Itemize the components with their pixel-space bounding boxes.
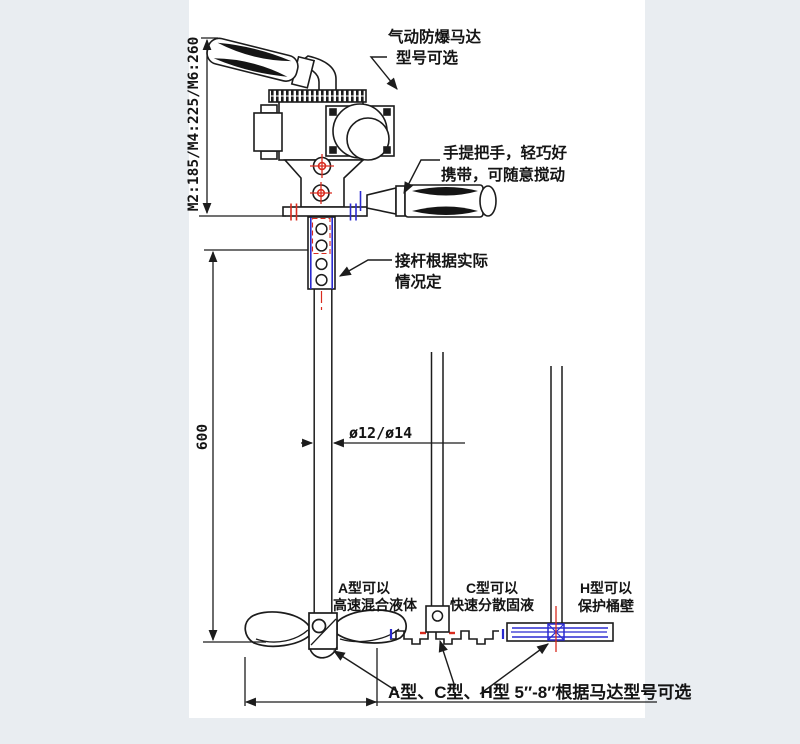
hub-hole bbox=[311, 618, 327, 634]
rod-note-line2: 情况定 bbox=[395, 272, 442, 291]
side-clamp-block bbox=[253, 112, 283, 152]
bolt-target-lower bbox=[310, 182, 332, 204]
leader-type-h bbox=[479, 643, 549, 695]
clamp-tab-top bbox=[260, 104, 278, 114]
type-c-note-line1: C型可以 bbox=[466, 580, 518, 596]
grip-knurl-top bbox=[217, 42, 292, 62]
rod-highlight-box bbox=[311, 217, 331, 255]
plate-screw bbox=[329, 108, 337, 116]
plate-screw bbox=[329, 146, 337, 154]
dim-shaft-length bbox=[203, 249, 308, 643]
leader-lines bbox=[332, 56, 549, 695]
leader-type-a bbox=[332, 650, 399, 693]
dim-propeller-width bbox=[244, 648, 657, 707]
propeller-blade-left bbox=[244, 611, 310, 648]
flange-ticks bbox=[290, 191, 362, 221]
bolt-target-upper bbox=[310, 154, 334, 178]
side-handle bbox=[366, 184, 497, 218]
type-a-note-line1: A型可以 bbox=[338, 580, 390, 596]
type-c-note-line2: 快速分散固液 bbox=[450, 597, 535, 613]
rod-hole bbox=[315, 273, 328, 287]
air-motor-boss-inner bbox=[346, 117, 390, 161]
dim-shaft-diameter-label: ø12/ø14 bbox=[349, 424, 412, 442]
leader-motor-note bbox=[369, 56, 398, 90]
hub-slash bbox=[310, 618, 337, 646]
serrated-cap bbox=[268, 89, 367, 103]
side-handle-endcap bbox=[479, 185, 497, 217]
grip-knurl-bottom bbox=[412, 206, 478, 215]
hub-c-hole bbox=[431, 610, 444, 622]
type-h-note-line1: H型可以 bbox=[580, 580, 632, 596]
grip-knurl-bottom bbox=[213, 58, 288, 77]
blade-twist-line bbox=[255, 629, 309, 643]
drawing-paper bbox=[189, 0, 645, 718]
handle-note-line2: 携带，可随意搅动 bbox=[441, 165, 565, 184]
clamp-tab-bottom bbox=[260, 150, 278, 160]
blade-twist-line bbox=[339, 628, 400, 643]
dim-motor-height-label: M2:185/M4:225/M6:260 bbox=[186, 37, 202, 212]
rod-hole bbox=[315, 257, 328, 271]
hub-skirt bbox=[309, 646, 338, 659]
rod-note-line1: 接杆根据实际 bbox=[395, 251, 489, 270]
leader-rod-note bbox=[338, 259, 392, 277]
handle-note-line1: 手提把手，轻巧好 bbox=[443, 143, 568, 162]
main-shaft bbox=[313, 289, 333, 614]
propeller-a bbox=[244, 609, 407, 659]
motor-note-line2: 型号可选 bbox=[396, 49, 459, 67]
type-a-note-line2: 高速混合液体 bbox=[333, 597, 418, 613]
mount-flange bbox=[282, 206, 368, 217]
rod-hole bbox=[315, 222, 328, 236]
leader-handle-note bbox=[403, 159, 440, 195]
motor-note-line1: 气动防爆马达 bbox=[387, 27, 482, 46]
type-h-note-line2: 保护桶壁 bbox=[577, 598, 634, 614]
dim-shaft-length-label: 600 bbox=[195, 424, 211, 450]
connecting-rod bbox=[307, 216, 336, 290]
rod-hole bbox=[315, 239, 328, 252]
motor-body bbox=[253, 89, 395, 217]
dim-motor-height bbox=[199, 37, 286, 217]
plate-screw bbox=[383, 146, 391, 154]
paddle-h bbox=[506, 366, 614, 652]
leader-type-c bbox=[438, 639, 456, 688]
side-handle-ferrule bbox=[395, 185, 406, 217]
plate-screw bbox=[383, 108, 391, 116]
grip-knurl-top bbox=[412, 187, 478, 196]
bottom-note: A型、C型、H型 5″-8″根据马达型号可选 bbox=[388, 682, 691, 702]
